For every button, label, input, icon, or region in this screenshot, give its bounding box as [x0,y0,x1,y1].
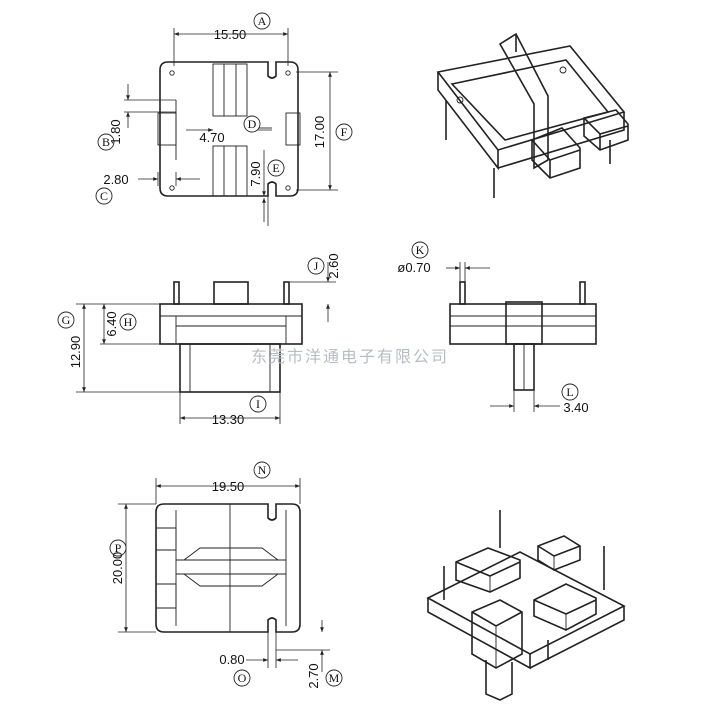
dim-d-value: 4.70 [199,130,224,145]
svg-text:I: I [256,397,260,411]
iso-view-top [436,32,629,198]
dim-f-value: 17.00 [312,116,327,149]
dim-c-value: 2.80 [103,172,128,187]
front-view [159,281,303,393]
side-view [449,281,597,391]
dim-a-value: 15.50 [214,27,247,42]
dim-b-value: 1.80 [108,119,123,144]
svg-text:B: B [102,135,110,149]
dim-m-value: 2.70 [306,663,321,688]
company-watermark: 东莞市洋通电子有限公司 [251,347,449,366]
dim-o-value: 0.80 [219,652,244,667]
svg-text:L: L [566,385,573,399]
svg-text:C: C [100,189,108,203]
dimension-lines [76,28,560,672]
dim-h-value: 6.40 [104,311,119,336]
dim-g-value: 12.90 [68,336,83,369]
svg-text:F: F [341,125,348,139]
svg-text:D: D [248,117,257,131]
svg-text:E: E [272,161,279,175]
dim-e-value: 7.90 [248,161,263,186]
svg-text:H: H [124,315,133,329]
top-view [157,61,301,197]
svg-text:O: O [238,671,247,685]
svg-text:K: K [416,243,425,257]
bottom-view [155,503,301,633]
svg-text:P: P [115,541,122,555]
svg-text:J: J [314,259,319,273]
dim-k-value: ø0.70 [397,260,430,275]
dim-j-value: 2.60 [326,253,341,278]
svg-text:N: N [258,463,267,477]
dim-n-value: 19.50 [212,479,245,494]
iso-view-bottom [426,510,626,701]
dim-p-value: 20.00 [110,552,125,585]
svg-text:M: M [329,671,340,685]
dim-l-value: 3.40 [563,400,588,415]
label-circles: A B C D E F G H I J K L N P O M [57,12,579,687]
dimension-values: 15.50 1.80 2.80 4.70 7.90 17.00 12.90 6.… [68,27,589,689]
dim-i-value: 13.30 [212,412,245,427]
svg-text:G: G [62,313,71,327]
svg-text:A: A [258,14,267,28]
